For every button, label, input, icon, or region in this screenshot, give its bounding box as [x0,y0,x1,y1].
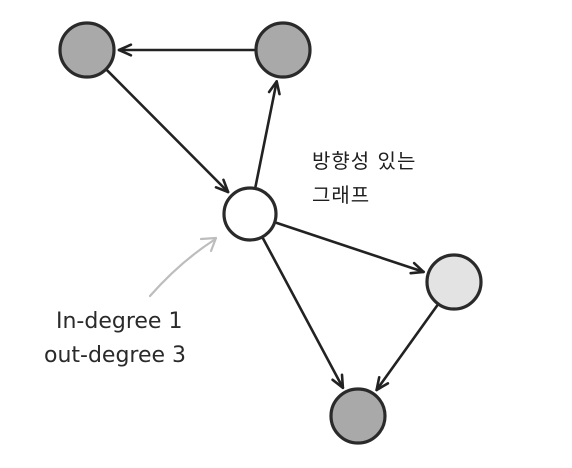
out-degree-label: out-degree 3 [44,343,186,368]
nodes-layer [58,21,483,445]
node-bottom [329,387,387,445]
node-center [222,186,278,242]
edge-center-to-top-right [254,80,281,188]
graph-caption-line2: 그래프 [312,183,370,207]
annotation-pointer-arrow [148,236,218,298]
graph-caption-line1: 방향성 있는 [312,149,416,173]
edge-center-to-bottom [261,237,345,390]
edge-arrowhead [214,178,230,194]
edge-shaft [261,237,345,390]
edge-center-to-right [275,221,425,275]
edge-right-to-bottom [375,304,439,392]
edge-top-right-to-top-left [117,43,256,57]
edge-arrowhead [375,376,390,392]
node-top-right [254,21,312,79]
node-top-left [58,21,116,79]
pointer-head [199,236,218,253]
edge-shaft [375,304,439,392]
edge-arrowhead [409,261,425,275]
node-right [425,253,483,311]
pointer-shaft [148,238,216,298]
edge-shaft [254,80,279,188]
edge-shaft [275,221,425,274]
edges-layer [106,43,439,392]
edge-shaft [106,69,230,194]
edge-top-left-to-center [106,69,230,194]
in-degree-label: In-degree 1 [56,309,182,334]
edge-arrowhead [267,80,281,96]
edge-arrowhead [117,43,133,57]
edge-arrowhead [331,373,345,390]
